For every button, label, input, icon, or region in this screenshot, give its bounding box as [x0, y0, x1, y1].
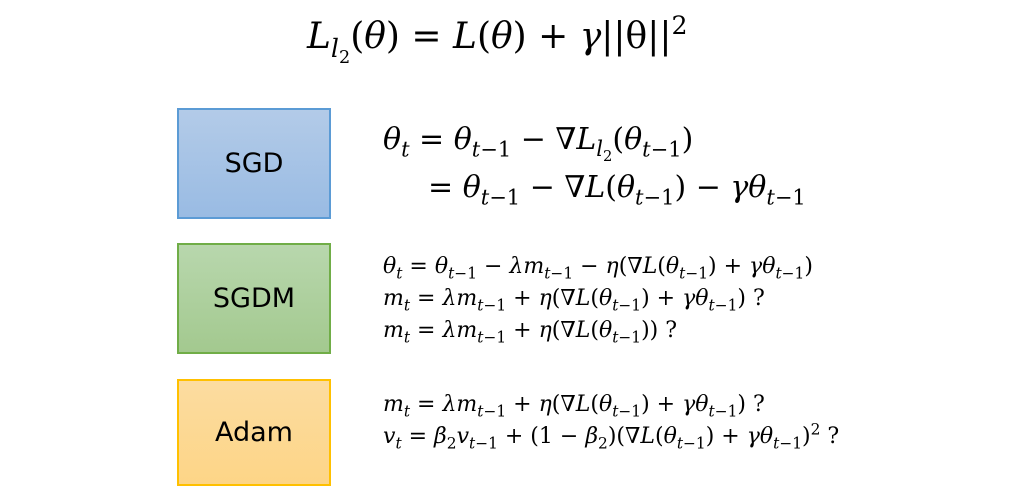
adam-equation-2: vt = β2vt−1 + (1 − β2)(∇L(θt−1) + γθt−1)…	[383, 420, 840, 453]
power: 2	[671, 11, 688, 41]
adam-box: Adam	[177, 379, 331, 486]
sgdm-box: SGDM	[177, 243, 331, 354]
sgdm-equation-2: mt = λmt−1 + η(∇L(θt−1) + γθt−1) ?	[383, 286, 765, 315]
equation-rest: (θ) = L(θ) + γ||θ||	[350, 16, 672, 57]
l2-regularized-loss-equation: Ll2(θ) = L(θ) + γ||θ||2	[307, 13, 688, 67]
sgdm-label: SGDM	[212, 283, 296, 314]
sgd-equation-2: = θt−1 − ∇L(θt−1) − γθt−1	[428, 170, 806, 210]
adam-label: Adam	[215, 417, 293, 448]
sgd-box: SGD	[177, 108, 331, 219]
sgdm-equation-3: mt = λmt−1 + η(∇L(θt−1)) ?	[383, 318, 678, 347]
sgdm-equation-1: θt = θt−1 − λmt−1 − η(∇L(θt−1) + γθt−1)	[383, 254, 813, 283]
sgd-label: SGD	[224, 148, 284, 179]
sgd-equation-1: θt = θt−1 − ∇Ll2(θt−1)	[383, 122, 694, 166]
loss-symbol: L	[307, 16, 331, 57]
adam-equation-1: mt = λmt−1 + η(∇L(θt−1) + γθt−1) ?	[383, 392, 765, 421]
l2-subscript: l2	[330, 33, 351, 68]
